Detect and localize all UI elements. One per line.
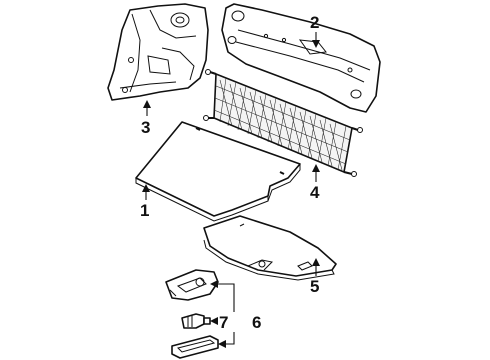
lamp-housing[interactable]	[165, 269, 219, 301]
lamp-lens[interactable]	[171, 335, 219, 359]
callout-3: 3	[141, 118, 150, 137]
leader-6-top	[210, 280, 235, 312]
callouts: 2 3 4 1 5 7 6	[140, 13, 320, 332]
net-mesh	[213, 77, 351, 171]
callout-7: 7	[219, 313, 228, 332]
callout-1: 1	[140, 201, 149, 220]
rear-finish-panel[interactable]	[221, 3, 381, 113]
callout-4: 4	[310, 183, 320, 202]
leader-6-bottom	[218, 332, 235, 348]
callout-5: 5	[310, 277, 319, 296]
trunk-floor-mat[interactable]	[135, 121, 301, 222]
cargo-net[interactable]	[203, 69, 363, 177]
lamp-bulb[interactable]	[181, 313, 211, 329]
spare-tire-cover[interactable]	[203, 215, 337, 281]
quarter-trim-panel[interactable]	[107, 3, 209, 101]
callout-2: 2	[310, 13, 319, 32]
callout-6: 6	[252, 313, 261, 332]
leader-lines	[142, 32, 320, 348]
